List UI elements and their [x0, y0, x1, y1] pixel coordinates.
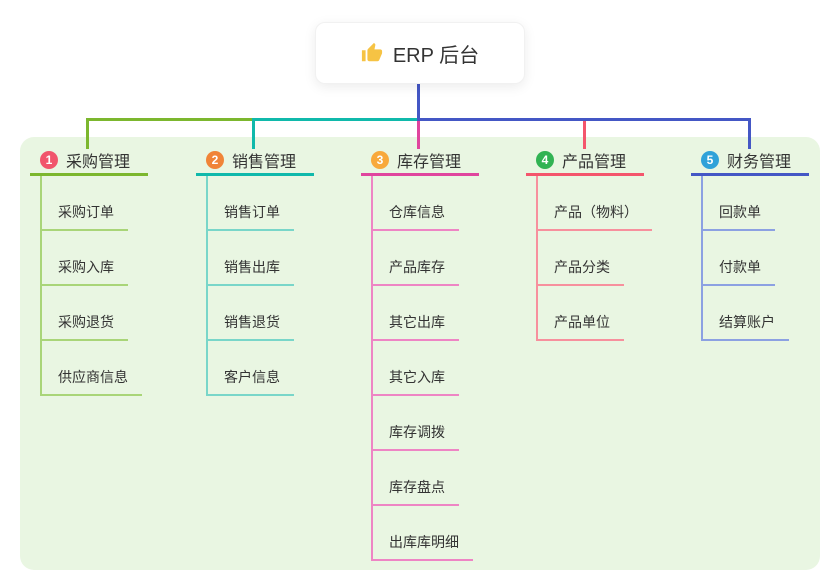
branch-node-sales[interactable]: 2 销售管理	[196, 146, 314, 176]
branch-number-badge: 3	[371, 150, 389, 169]
branch-title: 财务管理	[727, 153, 792, 171]
connector-drop-product	[583, 121, 586, 149]
child-node-label[interactable]: 库存盘点	[371, 477, 459, 506]
child-node-label[interactable]: 客户信息	[206, 367, 294, 396]
connector-drop-inventory	[417, 121, 420, 149]
connector-bus-finance	[417, 118, 751, 121]
child-node-label[interactable]: 结算账户	[701, 312, 789, 341]
child-node-label[interactable]: 产品单位	[536, 312, 624, 341]
branch-title: 销售管理	[232, 153, 297, 171]
connector-drop-purchase	[86, 118, 89, 149]
child-node-label[interactable]: 产品（物料）	[536, 202, 652, 231]
child-node: 供应商信息	[40, 341, 148, 396]
child-node-label[interactable]: 仓库信息	[371, 202, 459, 231]
child-node-label[interactable]: 销售出库	[206, 257, 294, 286]
child-node: 库存盘点	[371, 451, 479, 506]
connector-root-line	[417, 82, 420, 119]
child-node-label[interactable]: 采购退货	[40, 312, 128, 341]
child-node-label[interactable]: 回款单	[701, 202, 775, 231]
connector-bus-sales	[252, 118, 419, 121]
child-node-label[interactable]: 销售退货	[206, 312, 294, 341]
child-node: 产品（物料）	[536, 176, 652, 231]
child-node-label[interactable]: 采购入库	[40, 257, 128, 286]
child-node: 结算账户	[701, 286, 809, 341]
branch-title: 采购管理	[66, 153, 131, 171]
child-node-label[interactable]: 销售订单	[206, 202, 294, 231]
child-node: 产品单位	[536, 286, 644, 341]
child-node: 客户信息	[206, 341, 314, 396]
connector-drop-sales	[252, 118, 255, 149]
branch-node-finance[interactable]: 5 财务管理	[691, 146, 809, 176]
root-title: ERP 后台	[392, 44, 480, 67]
connector-drop-finance	[748, 118, 751, 149]
child-node: 销售出库	[206, 231, 314, 286]
branch-node-purchase[interactable]: 1 采购管理	[30, 146, 148, 176]
child-node: 库存调拨	[371, 396, 479, 451]
child-node: 采购订单	[40, 176, 148, 231]
branch-product: 4 产品管理 产品（物料） 产品分类 产品单位	[526, 146, 652, 341]
branch-children: 回款单 付款单 结算账户	[701, 176, 809, 341]
child-node-label[interactable]: 其它出库	[371, 312, 459, 341]
child-node: 产品分类	[536, 231, 644, 286]
child-node-label[interactable]: 产品库存	[371, 257, 459, 286]
branch-number-badge: 4	[536, 150, 554, 169]
child-node: 回款单	[701, 176, 809, 231]
branch-children: 仓库信息 产品库存 其它出库 其它入库 库存调拨 库存盘点 出库库明细	[371, 176, 479, 561]
child-node-label[interactable]: 采购订单	[40, 202, 128, 231]
child-node-label[interactable]: 其它入库	[371, 367, 459, 396]
branch-node-product[interactable]: 4 产品管理	[526, 146, 644, 176]
branch-number-badge: 5	[701, 150, 719, 169]
child-node-label[interactable]: 库存调拨	[371, 422, 459, 451]
connector-bus-purchase	[86, 118, 255, 121]
branch-inventory: 3 库存管理 仓库信息 产品库存 其它出库 其它入库 库存调拨 库存盘点 出库库…	[361, 146, 479, 561]
child-node: 产品库存	[371, 231, 479, 286]
branches-panel	[20, 137, 820, 570]
child-node-label[interactable]: 付款单	[701, 257, 775, 286]
thumbs-up-icon	[361, 42, 382, 62]
child-node: 仓库信息	[371, 176, 479, 231]
child-node: 付款单	[701, 231, 809, 286]
branch-number-badge: 2	[206, 150, 224, 169]
child-node-label[interactable]: 产品分类	[536, 257, 624, 286]
branch-number-badge: 1	[40, 150, 58, 169]
child-node: 销售退货	[206, 286, 314, 341]
child-node: 采购入库	[40, 231, 148, 286]
child-node-label[interactable]: 出库库明细	[371, 532, 473, 561]
branch-finance: 5 财务管理 回款单 付款单 结算账户	[691, 146, 809, 341]
child-node: 其它出库	[371, 286, 479, 341]
child-node: 销售订单	[206, 176, 314, 231]
branch-title: 库存管理	[397, 153, 462, 171]
child-node: 采购退货	[40, 286, 148, 341]
root-node[interactable]: ERP 后台	[315, 22, 525, 84]
child-node: 其它入库	[371, 341, 479, 396]
branch-purchase: 1 采购管理 采购订单 采购入库 采购退货 供应商信息	[30, 146, 148, 396]
branch-node-inventory[interactable]: 3 库存管理	[361, 146, 479, 176]
branch-children: 销售订单 销售出库 销售退货 客户信息	[206, 176, 314, 396]
branch-sales: 2 销售管理 销售订单 销售出库 销售退货 客户信息	[196, 146, 314, 396]
branch-children: 产品（物料） 产品分类 产品单位	[536, 176, 652, 341]
child-node-label[interactable]: 供应商信息	[40, 367, 142, 396]
branch-title: 产品管理	[562, 153, 627, 171]
branch-children: 采购订单 采购入库 采购退货 供应商信息	[40, 176, 148, 396]
child-node: 出库库明细	[371, 506, 479, 561]
